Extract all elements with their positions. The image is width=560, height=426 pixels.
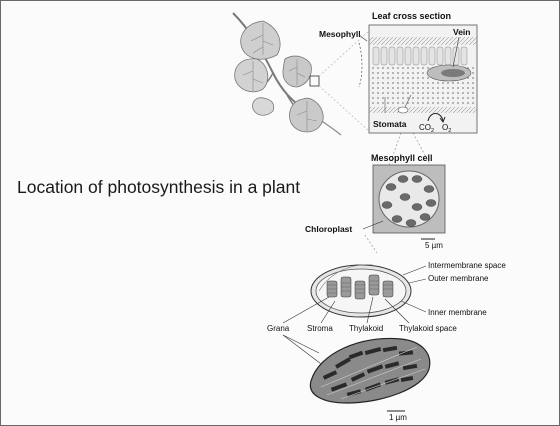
intermembrane-space-label: Intermembrane space <box>428 261 506 270</box>
stomata-label: Stomata <box>373 119 407 129</box>
leaf-bottom <box>290 98 324 132</box>
leaf-upper-mid <box>283 56 311 87</box>
cell-scale-label: 5 µm <box>425 241 443 250</box>
outer-membrane-label: Outer membrane <box>428 274 489 283</box>
thylakoid-space-label: Thylakoid space <box>399 324 457 333</box>
vein-label: Vein <box>453 27 470 37</box>
leaf-top <box>241 21 280 59</box>
chloroplast-diagram <box>311 265 411 317</box>
inner-membrane-label: Inner membrane <box>428 308 487 317</box>
mesophyll-cell: Mesophyll cell 5 µm <box>371 153 445 250</box>
chloroplast-micrograph: 1 µm <box>310 338 429 422</box>
leaf-zoom-box <box>310 76 319 86</box>
grana-label: Grana <box>267 324 290 333</box>
leaf-small <box>253 98 274 116</box>
mesophyll-label: Mesophyll <box>319 29 361 39</box>
vein-bundle <box>427 65 471 81</box>
leaf-section-heading: Leaf cross section <box>372 11 451 21</box>
leaf-cross-section: Leaf cross section <box>319 11 477 166</box>
chloroplast-label: Chloroplast <box>305 224 352 234</box>
leaf-left <box>235 59 268 92</box>
stroma-label: Stroma <box>307 324 333 333</box>
micrograph-scale-label: 1 µm <box>389 413 407 422</box>
thylakoid-label: Thylakoid <box>349 324 383 333</box>
mesophyll-cell-heading: Mesophyll cell <box>371 153 433 163</box>
